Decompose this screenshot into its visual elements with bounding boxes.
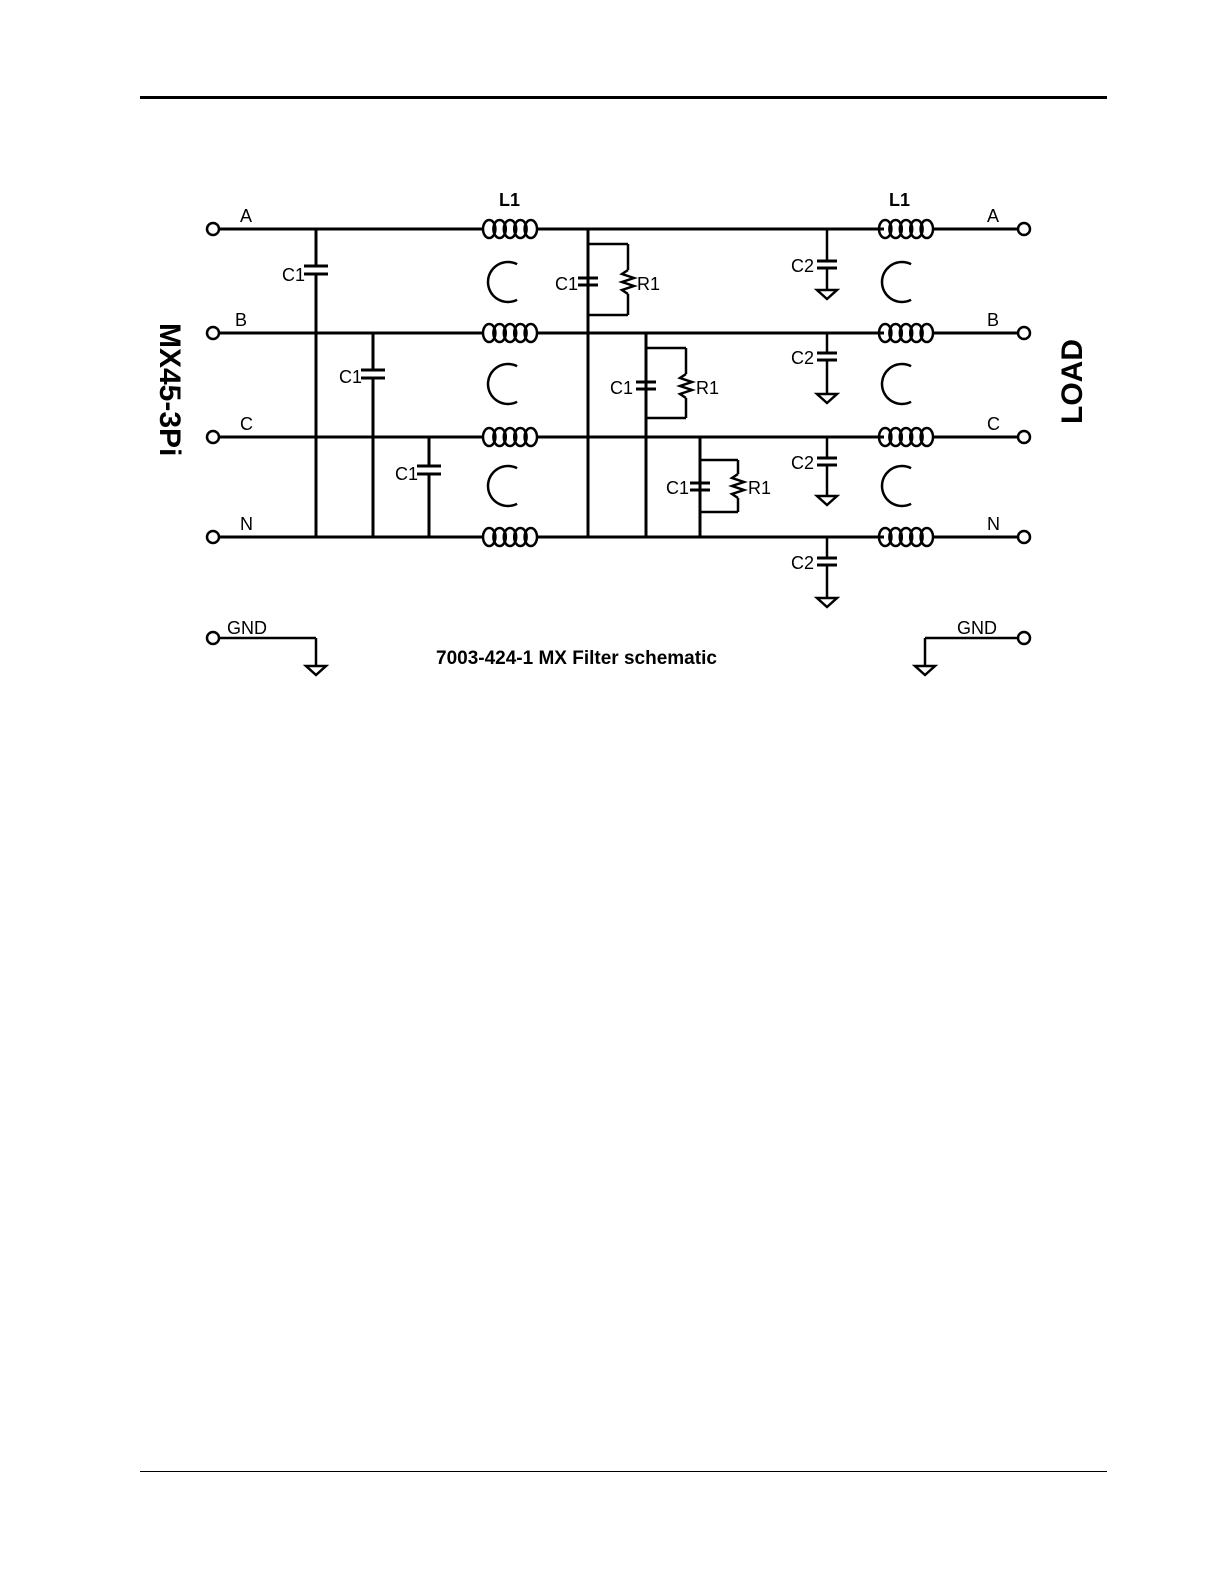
terminal-b-in (207, 327, 219, 339)
inductor-winding-right-2 (879, 428, 933, 446)
output-capacitors (817, 229, 837, 607)
res-label-r1-rc3: R1 (748, 478, 771, 498)
terminal-c-out (1018, 431, 1030, 443)
inductor-winding-left-1 (483, 324, 537, 342)
core-right-1 (882, 364, 911, 404)
terminal-n-in (207, 531, 219, 543)
inductor-winding-right-3 (879, 528, 933, 546)
terminal-b-out (1018, 327, 1030, 339)
line-label-a-out: A (987, 206, 999, 226)
res-label-r1-rc2: R1 (696, 378, 719, 398)
terminal-c-in (207, 431, 219, 443)
inductor-winding-left-2 (483, 428, 537, 446)
cap-label-c2-b: C2 (791, 348, 814, 368)
cap-label-c1-ab: C1 (282, 265, 305, 285)
cap-label-c2-c: C2 (791, 453, 814, 473)
inductor-label-left: L1 (499, 190, 520, 210)
source-title: MX45-3Pi (153, 323, 186, 456)
line-label-b-in: B (235, 310, 247, 330)
terminal-n-out (1018, 531, 1030, 543)
core-left-0 (488, 262, 517, 302)
line-label-c-in: C (240, 414, 253, 434)
load-title: LOAD (1056, 339, 1089, 424)
gnd-label-left: GND (227, 618, 267, 638)
line-label-n-out: N (987, 514, 1000, 534)
cap-label-c1-bc: C1 (339, 367, 362, 387)
input-capacitors (304, 229, 441, 537)
inductor-winding-right-0 (879, 220, 933, 238)
rc-networks (578, 229, 744, 537)
terminal-a-in (207, 223, 219, 235)
cap-label-c2-a: C2 (791, 256, 814, 276)
inductor-winding-left-3 (483, 528, 537, 546)
terminal-a-out (1018, 223, 1030, 235)
inductor-label-right: L1 (889, 190, 910, 210)
inductor-winding-left-0 (483, 220, 537, 238)
gnd-label-right: GND (957, 618, 997, 638)
core-right-2 (882, 466, 911, 506)
cap-label-c1-rc1: C1 (555, 274, 578, 294)
res-label-r1-rc1: R1 (637, 274, 660, 294)
line-label-b-out: B (987, 310, 999, 330)
schematic-caption: 7003-424-1 MX Filter schematic (436, 648, 717, 669)
core-left-1 (488, 364, 517, 404)
core-right-0 (882, 262, 911, 302)
core-left-2 (488, 466, 517, 506)
line-label-n-in: N (240, 514, 253, 534)
line-label-c-out: C (987, 414, 1000, 434)
cap-label-c1-rc3: C1 (666, 478, 689, 498)
cap-label-c2-n: C2 (791, 553, 814, 573)
cap-label-c1-rc2: C1 (610, 378, 633, 398)
cap-label-c1-cn: C1 (395, 464, 418, 484)
line-label-a-in: A (240, 206, 252, 226)
inductor-winding-right-1 (879, 324, 933, 342)
